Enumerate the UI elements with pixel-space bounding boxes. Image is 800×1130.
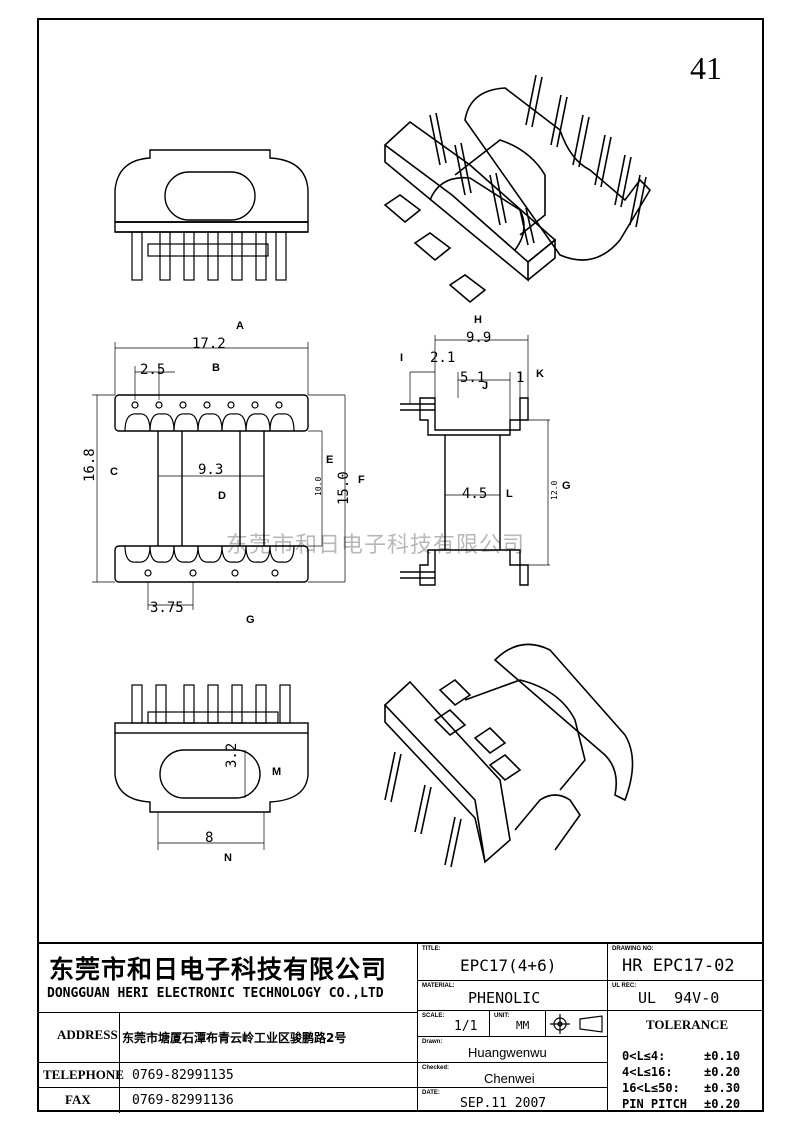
- telephone-label: TELEPHONE: [43, 1067, 124, 1082]
- checked-cell: Checked: Chenwei: [417, 1062, 607, 1087]
- company-name-en: DONGGUAN HERI ELECTRONIC TECHNOLOGY CO.,…: [47, 986, 384, 1001]
- checked-label: Checked:: [422, 1065, 450, 1071]
- callout-b: B: [212, 362, 220, 374]
- dim-side-core: 4.5: [462, 486, 488, 502]
- ul-label: UL REC:: [612, 983, 637, 989]
- drawn-label: Drawn:: [422, 1039, 443, 1045]
- callout-c: C: [110, 466, 118, 478]
- dim-side-offset: 2.1: [430, 350, 456, 366]
- front-elevation-top: [114, 149, 309, 281]
- material-value: PHENOLIC: [468, 989, 541, 1007]
- isometric-view-top: [383, 74, 652, 304]
- title-cell: TITLE: EPC17(4+6): [417, 944, 607, 980]
- checked-value: Chenwei: [484, 1071, 535, 1086]
- plan-view: [92, 342, 346, 610]
- dim-bottom-width: 8: [205, 830, 214, 846]
- callout-d: D: [218, 490, 226, 502]
- title-value: EPC17(4+6): [460, 956, 557, 975]
- address-label: ADDRESS: [57, 1027, 118, 1042]
- callout-e: E: [326, 454, 334, 466]
- scale-cell: SCALE: 1/1: [417, 1010, 489, 1036]
- dim-body-h: 15.0: [336, 471, 352, 505]
- callout-g-plan: G: [246, 614, 255, 626]
- callout-h: H: [474, 314, 482, 326]
- company-cell: 东莞市和日电子科技有限公司 DONGGUAN HERI ELECTRONIC T…: [37, 944, 417, 1012]
- tolerance-value-2: ±0.20: [704, 1065, 741, 1079]
- material-cell: MATERIAL: PHENOLIC: [417, 980, 607, 1010]
- tolerance-range-2: 4<L≤16:: [622, 1065, 673, 1079]
- drawing-frame: [37, 18, 764, 1112]
- drawn-cell: Drawn: Huangwenwu: [417, 1036, 607, 1062]
- dim-bottom-slot: 3.2: [224, 742, 240, 768]
- dim-inner-width: 9.3: [198, 462, 224, 478]
- title-block: 东莞市和日电子科技有限公司 DONGGUAN HERI ELECTRONIC T…: [37, 942, 764, 1113]
- sheet-number: 41: [690, 50, 722, 86]
- unit-label: UNIT:: [494, 1013, 510, 1019]
- unit-value: MM: [516, 1019, 530, 1032]
- tolerance-label: TOLERANCE: [646, 1017, 729, 1032]
- callout-m: M: [272, 766, 282, 778]
- dim-width-total: 17.2: [192, 336, 226, 352]
- dim-side-height: 12.0: [550, 480, 559, 500]
- title-label: TITLE:: [422, 946, 441, 952]
- tolerance-value-3: ±0.30: [704, 1081, 741, 1095]
- callout-i: I: [400, 352, 404, 364]
- callout-l: L: [506, 488, 513, 500]
- bottom-elevation: [114, 684, 309, 850]
- watermark: 东莞市和日电子科技有限公司: [226, 533, 526, 558]
- projection-icon: [550, 1014, 603, 1034]
- dim-inner-h: 10.0: [314, 476, 323, 496]
- company-name-cn: 东莞市和日电子科技有限公司: [49, 955, 388, 984]
- callout-g-side: G: [562, 480, 571, 492]
- ul-cell: UL REC: UL 94V-0: [607, 980, 764, 1010]
- callout-a: A: [236, 320, 244, 332]
- callout-n: N: [224, 852, 232, 864]
- date-label: DATE:: [422, 1090, 440, 1096]
- dim-side-width: 9.9: [466, 330, 492, 346]
- drawing-no-value: HR EPC17-02: [622, 956, 735, 976]
- material-label: MATERIAL:: [422, 983, 455, 989]
- telephone-row: TELEPHONE 0769-82991135: [37, 1062, 417, 1088]
- side-view: [400, 335, 550, 586]
- date-cell: DATE: SEP.11 2007: [417, 1087, 607, 1112]
- callout-j: J: [482, 380, 489, 392]
- dim-side-k: 1: [516, 370, 525, 386]
- tolerance-value-4: ±0.20: [704, 1097, 741, 1111]
- dim-pin-offset: 3.75: [150, 600, 184, 616]
- dim-height-total: 16.8: [82, 448, 98, 482]
- tolerance-range-4: PIN PITCH: [622, 1097, 688, 1111]
- date-value: SEP.11 2007: [460, 1096, 547, 1111]
- address-cell: ADDRESS 东莞市塘厦石潭布青云岭工业区骏鹏路2号: [37, 1012, 418, 1063]
- fax-row: FAX 0769-82991136: [37, 1087, 417, 1113]
- fax-value: 0769-82991136: [119, 1088, 417, 1113]
- callout-k: K: [536, 368, 544, 380]
- ul-value: UL 94V-0: [638, 989, 720, 1007]
- fax-label: FAX: [65, 1092, 91, 1107]
- unit-cell: UNIT: MM: [489, 1010, 545, 1036]
- scale-value: 1/1: [454, 1019, 478, 1034]
- callout-f: F: [358, 474, 365, 486]
- telephone-value: 0769-82991135: [119, 1063, 417, 1088]
- projection-symbol: [545, 1010, 607, 1036]
- drawing-no-cell: DRAWING NO: HR EPC17-02: [607, 944, 764, 980]
- tolerance-range-1: 0<L≤4:: [622, 1049, 666, 1063]
- tolerance-value-1: ±0.10: [704, 1049, 741, 1063]
- dim-side-mid: 5.1: [460, 370, 486, 386]
- drawn-value: Huangwenwu: [468, 1045, 547, 1060]
- isometric-view-bottom: [383, 643, 634, 868]
- tolerance-range-3: 16<L≤50:: [622, 1081, 680, 1095]
- drawing-no-label: DRAWING NO:: [612, 946, 654, 952]
- address-value: 东莞市塘厦石潭布青云岭工业区骏鹏路2号: [119, 1013, 418, 1063]
- scale-label: SCALE:: [422, 1013, 445, 1019]
- tolerance-cell: TOLERANCE 0<L≤4: ±0.10 4<L≤16: ±0.20 16<…: [607, 1010, 764, 1112]
- dim-pin-pitch: 2.5: [140, 362, 166, 378]
